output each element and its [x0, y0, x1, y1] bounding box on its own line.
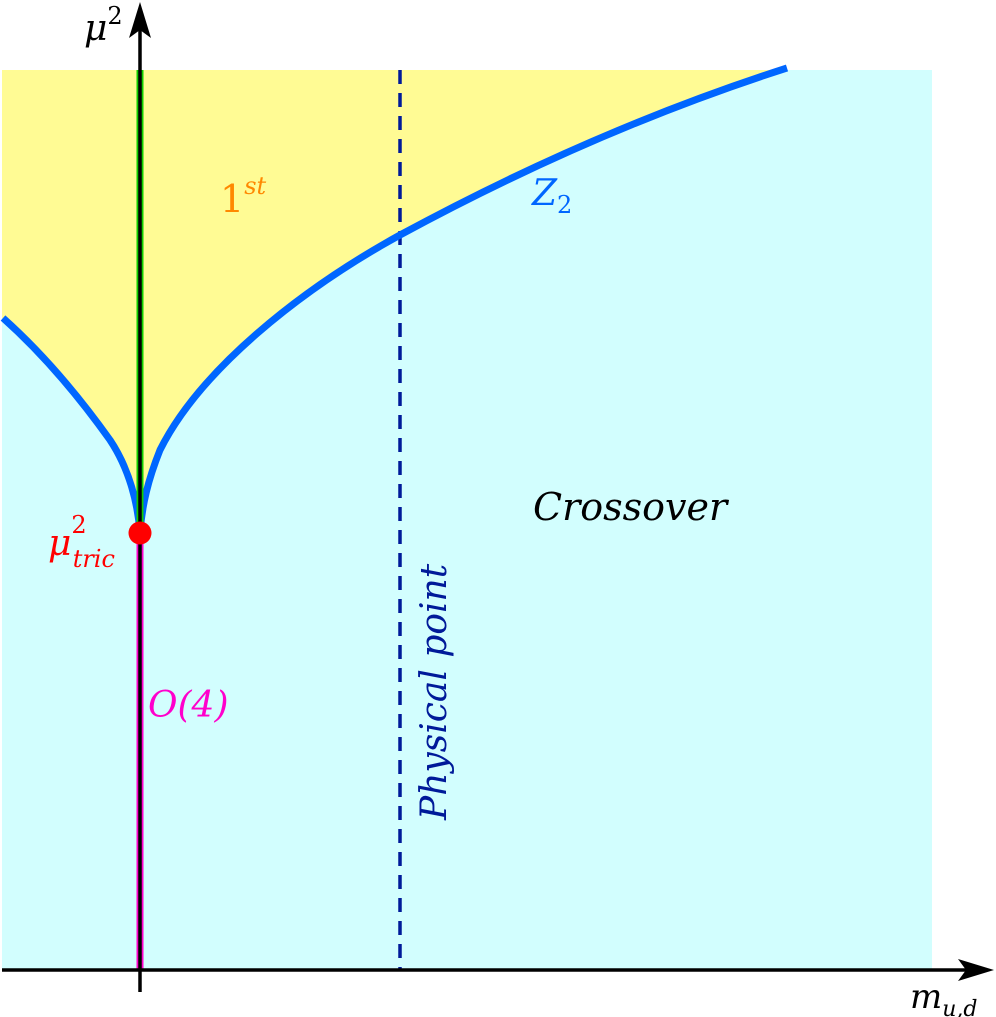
- o4-label: O(4): [148, 685, 229, 726]
- first-order-label: 1st: [220, 172, 267, 221]
- z2-curve-right: [136, 64, 789, 534]
- z2-curve-left: [0, 315, 144, 534]
- crossover-label: Crossover: [533, 485, 730, 529]
- physical-point-label: Physical point: [414, 563, 455, 821]
- x-axis-arrow-icon: [958, 959, 994, 981]
- first-order-region: [2, 68, 787, 533]
- tricritical-point: [128, 521, 152, 545]
- x-axis-label: mu,d: [910, 977, 978, 1017]
- y-axis-arrow-icon: [129, 2, 151, 38]
- z2-label: Z2: [531, 173, 572, 219]
- y-axis-label: μ2: [84, 2, 123, 49]
